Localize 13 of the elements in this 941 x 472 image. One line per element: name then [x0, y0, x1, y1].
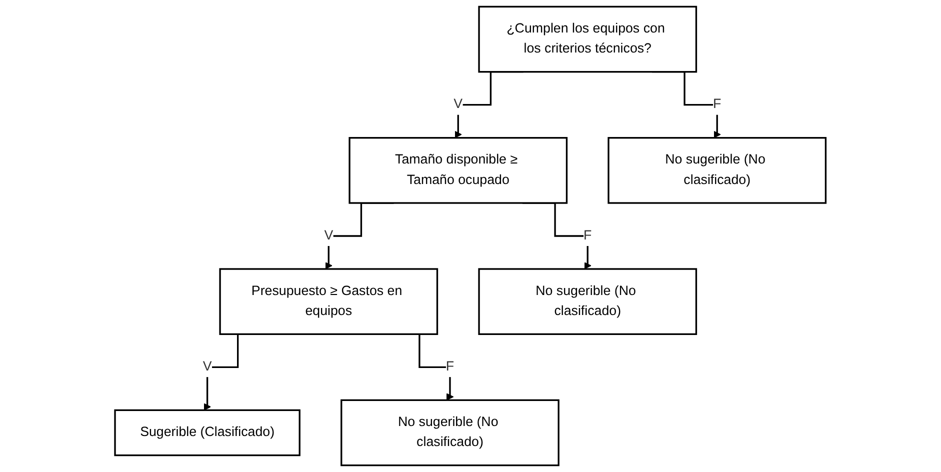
node-box: No sugerible (No clasificado)	[478, 268, 698, 335]
node-box: ¿Cumplen los equipos con los criterios técnicos?	[478, 6, 698, 73]
node-box: Presupuesto ≥ Gastos en equipos	[219, 268, 438, 335]
edge-label: F	[446, 360, 454, 374]
edge-label: F	[584, 228, 592, 243]
edge-label: V	[454, 97, 463, 112]
edge-label: F	[713, 97, 722, 112]
node-box: No sugerible (No clasificado)	[340, 399, 560, 466]
node-box: Tamaño disponible ≥ Tamaño ocupado	[348, 137, 568, 204]
edge-label: V	[202, 360, 212, 374]
node-box: No sugerible (No clasificado)	[608, 137, 827, 204]
edge-label: V	[324, 228, 334, 243]
node-box: Sugerible (Clasificado)	[114, 409, 301, 456]
